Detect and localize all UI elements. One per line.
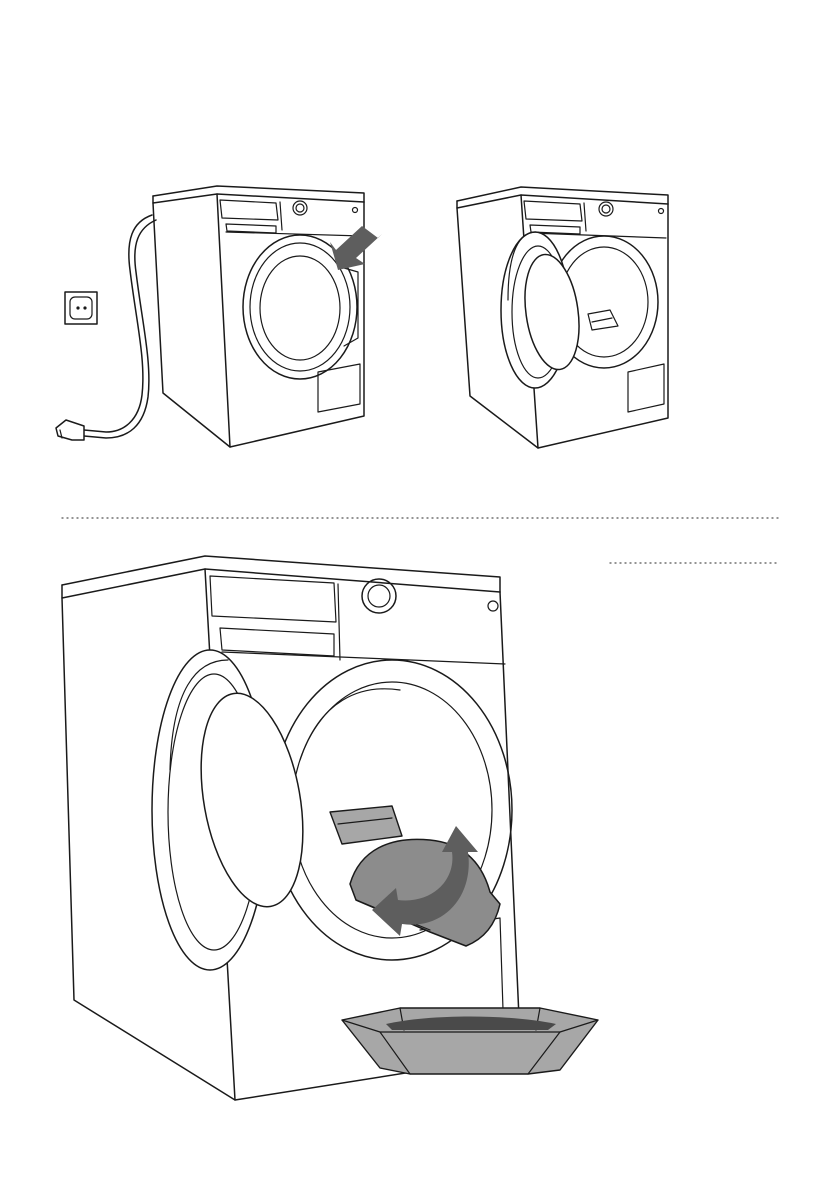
washer-small-2 (457, 187, 668, 448)
power-cable (84, 215, 156, 438)
drip-tray (342, 1008, 598, 1074)
wall-socket-icon (65, 292, 97, 324)
drain-filter (350, 839, 500, 946)
washer-small-1 (153, 186, 364, 447)
washer-unplugged-step (56, 186, 382, 447)
push-door-arrow (330, 226, 382, 270)
power-plug-icon (56, 420, 84, 440)
filter-cleaning-step (62, 556, 598, 1100)
washer-door-open-step (457, 187, 668, 448)
